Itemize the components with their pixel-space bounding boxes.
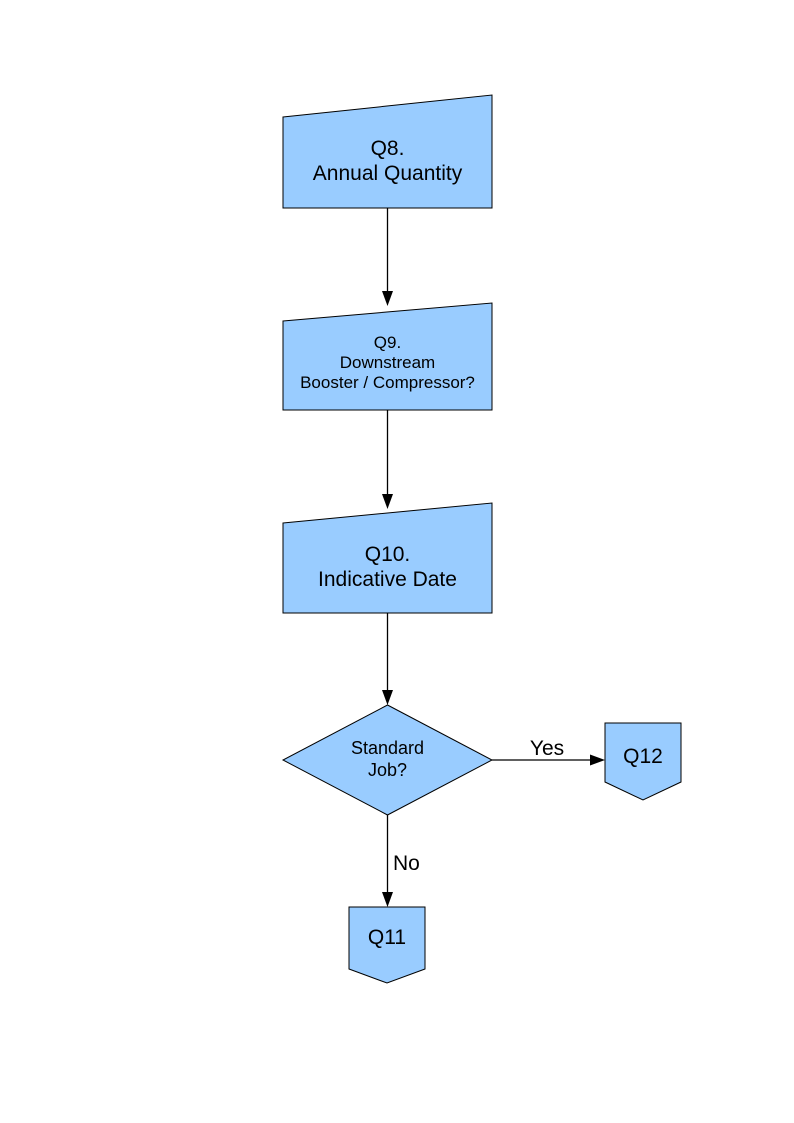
node-q9-shape (282, 302, 493, 411)
node-q11: Q11 (348, 906, 426, 984)
edge-q9-to-q10-arrowhead (382, 494, 393, 509)
edge-decision-to-q12-arrowhead (590, 754, 605, 766)
node-q10-shape (282, 502, 493, 614)
edge-q10-to-decision (382, 613, 393, 705)
node-q12: Q12 (604, 722, 682, 801)
node-q10: Q10. Indicative Date (282, 502, 493, 614)
edge-decision-to-q11: No (382, 815, 420, 907)
node-q11-shape (348, 906, 426, 984)
node-q9-text-line3: Booster / Compressor? (300, 373, 475, 392)
node-decision-text-line1: Standard (351, 738, 424, 758)
edge-q10-to-decision-arrowhead (382, 690, 393, 705)
node-q9-text-line1: Q9. (374, 333, 401, 352)
node-q10-text-line2: Indicative Date (318, 568, 457, 591)
node-q8-text-line2: Annual Quantity (313, 162, 463, 185)
edge-decision-to-q11-arrowhead (382, 892, 393, 907)
node-decision: Standard Job? (281, 704, 494, 816)
node-q9-text-line2: Downstream (340, 353, 435, 372)
node-q12-label: Q12 (623, 745, 663, 768)
node-decision-text-line2: Job? (368, 760, 407, 780)
edge-decision-to-q12: Yes (492, 737, 605, 766)
node-q12-shape (604, 722, 682, 801)
edge-q8-to-q9 (382, 208, 393, 306)
node-q8: Q8. Annual Quantity (282, 94, 493, 209)
node-q8-shape (282, 94, 493, 209)
edge-label-yes: Yes (530, 737, 564, 760)
edge-q8-to-q9-arrowhead (382, 291, 393, 306)
edge-label-no: No (393, 852, 420, 875)
edge-q9-to-q10 (382, 410, 393, 509)
node-q11-label: Q11 (368, 926, 406, 949)
node-q8-text-line1: Q8. (371, 137, 405, 160)
node-q9: Q9. Downstream Booster / Compressor? (282, 302, 493, 411)
node-q10-text-line1: Q10. (365, 543, 411, 566)
